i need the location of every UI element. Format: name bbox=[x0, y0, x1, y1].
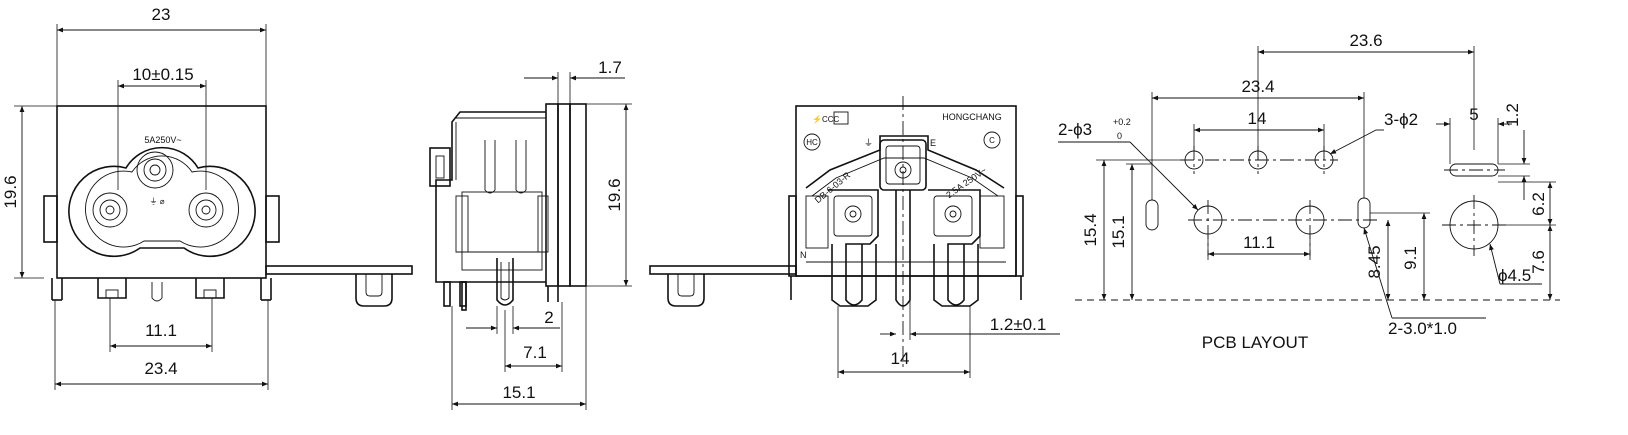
dim-hole-spacing-mid: 11.1 bbox=[1243, 233, 1275, 252]
label-tol-plus: +0.2 bbox=[1113, 117, 1131, 127]
dim-height-left: 19.6 bbox=[1, 175, 20, 208]
rear-rating-text: 2.5A 250V~ bbox=[944, 165, 988, 200]
pcb-layout-title: PCB LAYOUT bbox=[1202, 333, 1308, 352]
label-slot: 2-3.0*1.0 bbox=[1388, 319, 1457, 338]
svg-text:⏚: ⏚ bbox=[864, 138, 873, 148]
dim-flange: 1.7 bbox=[598, 58, 622, 77]
dim-hole-d45: ϕ4.5 bbox=[1498, 266, 1531, 285]
dim-pin-offset: 7.1 bbox=[523, 343, 547, 362]
pcb-slot-1 bbox=[1145, 199, 1159, 231]
dim-7-6: 7.6 bbox=[1529, 250, 1548, 274]
dim-1-2: 1.2 bbox=[1503, 103, 1522, 127]
svg-text:C: C bbox=[989, 136, 995, 145]
terminal-e-label: E bbox=[930, 138, 936, 148]
dim-6-2: 6.2 bbox=[1529, 192, 1548, 216]
front-view: 23 10±0.15 5A250V~ ⏚ ⌀ bbox=[1, 5, 413, 390]
dim-height-15-4: 15.4 bbox=[1081, 213, 1100, 246]
dim-pin-spacing-bottom: 11.1 bbox=[145, 321, 177, 340]
side-view: 1.7 19.6 bbox=[429, 58, 632, 410]
label-tol-zero: 0 bbox=[1117, 131, 1122, 141]
label-small-holes: 3-ϕ2 bbox=[1384, 110, 1418, 129]
label-large-holes: 2-ϕ3 bbox=[1058, 120, 1092, 139]
dim-rear-pin-spacing: 14 bbox=[891, 349, 910, 368]
socket-outline bbox=[68, 146, 256, 258]
rear-view: ⚡CCC HC C HONGCHANG E N DB-6-03-R 2.5A 2… bbox=[649, 96, 1060, 378]
terminal-n-label: N bbox=[800, 250, 807, 260]
dim-pin-spacing-top: 10±0.15 bbox=[132, 65, 193, 84]
dim-5: 5 bbox=[1469, 105, 1478, 124]
svg-text:⚡CCC: ⚡CCC bbox=[812, 114, 840, 124]
dim-pin-thickness: 1.2±0.1 bbox=[990, 315, 1047, 334]
pcb-layout: 23.6 23.4 14 2-ϕ3 +0.2 0 3-ϕ2 bbox=[1058, 31, 1560, 352]
dim-depth: 15.1 bbox=[502, 383, 535, 402]
dim-height-15-1: 15.1 bbox=[1109, 215, 1128, 248]
dim-overall-width: 23.6 bbox=[1349, 31, 1382, 50]
brand-text: HONGCHANG bbox=[942, 112, 1002, 122]
dim-width-top: 23 bbox=[152, 5, 171, 24]
dim-pin-width: 2 bbox=[544, 308, 553, 327]
pcb-slot-2 bbox=[1357, 197, 1371, 229]
dim-width-bottom: 23.4 bbox=[144, 359, 177, 378]
dim-height-side: 19.6 bbox=[605, 178, 624, 211]
model-text: DB-6-03-R bbox=[813, 170, 853, 206]
rating-text: 5A250V~ bbox=[144, 135, 181, 145]
dim-width-2: 23.4 bbox=[1241, 77, 1274, 96]
front-body bbox=[56, 105, 267, 279]
svg-text:⏚ ⌀: ⏚ ⌀ bbox=[149, 197, 164, 206]
dim-height-9-1: 9.1 bbox=[1401, 246, 1420, 270]
logo-hc: HC bbox=[806, 138, 818, 147]
dim-hole-spacing-top: 14 bbox=[1248, 109, 1267, 128]
